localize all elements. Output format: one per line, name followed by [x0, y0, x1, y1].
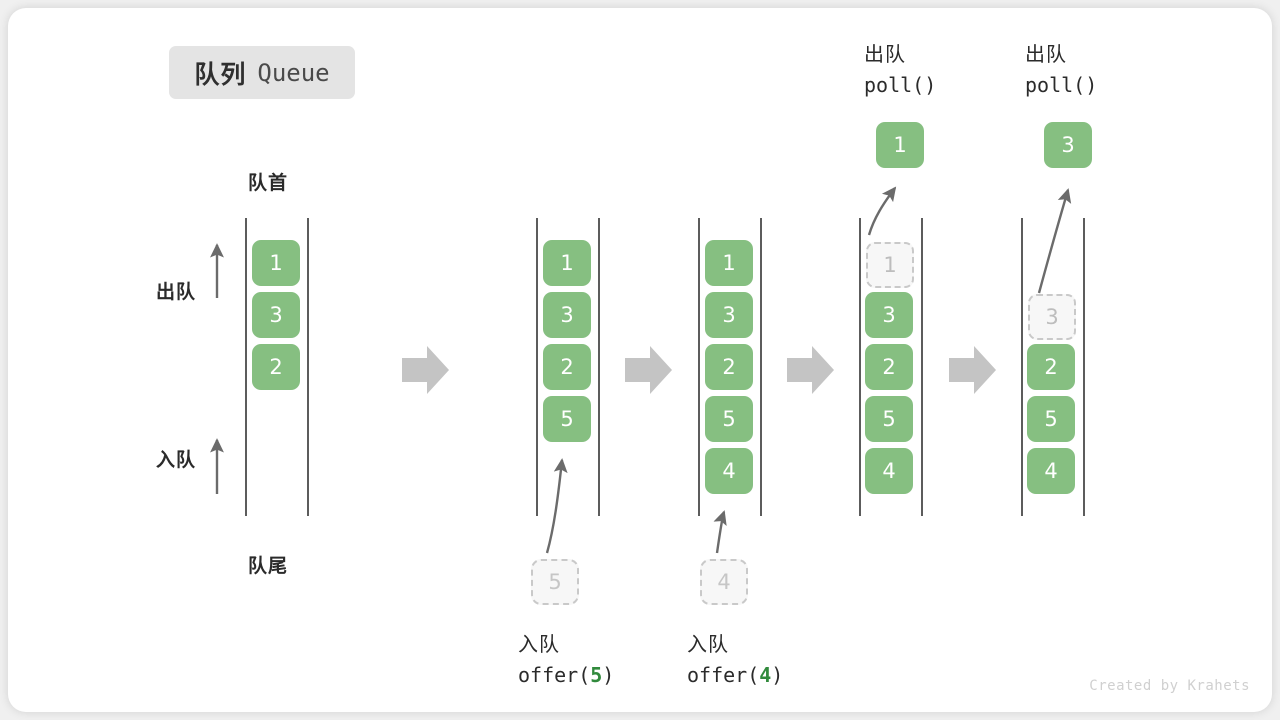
caption-fn-pre: offer(: [687, 663, 760, 687]
rail-right-col5: [1083, 218, 1085, 516]
caption-fn-arg: 5: [590, 663, 603, 687]
caption-line2: offer(4): [687, 663, 783, 687]
queue-cell-new: 5: [543, 396, 591, 442]
label-enqueue: 入队: [156, 450, 197, 471]
caption-offer-4: 入队 offer(4): [687, 628, 783, 687]
caption-fn-arg: 4: [759, 663, 772, 687]
queue-cell: 5: [865, 396, 913, 442]
queue-cell: 2: [705, 344, 753, 390]
rail-left-col3: [698, 218, 700, 516]
offer-4-arrow: [713, 510, 727, 554]
title-chip: 队列 Queue: [169, 46, 355, 99]
credit-text: Created by Krahets: [1089, 678, 1250, 694]
label-front: 队首: [248, 173, 289, 194]
pending-cell: 4: [700, 559, 748, 605]
step-separator-arrow: [402, 346, 449, 394]
popped-value: 1: [876, 122, 924, 168]
queue-cell: 5: [705, 396, 753, 442]
queue-cell: 1: [543, 240, 591, 286]
rail-right-col4: [921, 218, 923, 516]
queue-cell: 1: [705, 240, 753, 286]
pending-cell: 5: [531, 559, 579, 605]
rail-left-col4: [859, 218, 861, 516]
queue-cell: 1: [252, 240, 300, 286]
caption-fn-post: ): [771, 663, 784, 687]
popped-value: 3: [1044, 122, 1092, 168]
poll-3-arrow: [1037, 188, 1072, 294]
queue-cell-removed: 3: [1028, 294, 1076, 340]
rail-right-col2: [598, 218, 600, 516]
title-en: Queue: [257, 58, 330, 87]
queue-cell: 2: [252, 344, 300, 390]
rail-right-col3: [760, 218, 762, 516]
caption-line1: 入队: [687, 634, 729, 656]
queue-cell-new: 4: [705, 448, 753, 494]
caption-line1: 出队: [864, 44, 906, 66]
poll-1-arrow: [867, 186, 897, 236]
queue-cell-removed: 1: [866, 242, 914, 288]
queue-cell: 2: [1027, 344, 1075, 390]
caption-poll-1: 出队 poll(): [864, 38, 936, 97]
step-separator-arrow: [949, 346, 996, 394]
queue-cell: 4: [865, 448, 913, 494]
caption-line2: poll(): [864, 73, 937, 97]
label-dequeue: 出队: [156, 282, 197, 303]
queue-cell: 3: [865, 292, 913, 338]
diagram-stage: 队列 Queue 队首 队尾 出队 入队 1 3 2 1 3 2 5 5 入队 …: [8, 8, 1272, 712]
diagram-card: 队列 Queue 队首 队尾 出队 入队 1 3 2 1 3 2 5 5 入队 …: [8, 8, 1272, 712]
step-separator-arrow: [787, 346, 834, 394]
queue-cell: 2: [865, 344, 913, 390]
queue-cell: 3: [252, 292, 300, 338]
offer-5-arrow: [545, 458, 568, 554]
caption-fn-pre: offer(: [518, 663, 591, 687]
queue-cell: 3: [705, 292, 753, 338]
caption-fn-post: ): [602, 663, 615, 687]
label-rear: 队尾: [248, 556, 289, 577]
caption-line1: 入队: [518, 634, 560, 656]
rail-left-col2: [536, 218, 538, 516]
queue-cell: 4: [1027, 448, 1075, 494]
caption-poll-3: 出队 poll(): [1025, 38, 1097, 97]
caption-line2: poll(): [1025, 73, 1098, 97]
queue-cell: 2: [543, 344, 591, 390]
step-separator-arrow: [625, 346, 672, 394]
title-cn: 队列: [194, 60, 247, 89]
queue-cell: 5: [1027, 396, 1075, 442]
caption-line2: offer(5): [518, 663, 614, 687]
queue-cell: 3: [543, 292, 591, 338]
rail-left-col5: [1021, 218, 1023, 516]
rail-left-col1: [245, 218, 247, 516]
caption-line1: 出队: [1025, 44, 1067, 66]
caption-offer-5: 入队 offer(5): [518, 628, 614, 687]
rail-right-col1: [307, 218, 309, 516]
